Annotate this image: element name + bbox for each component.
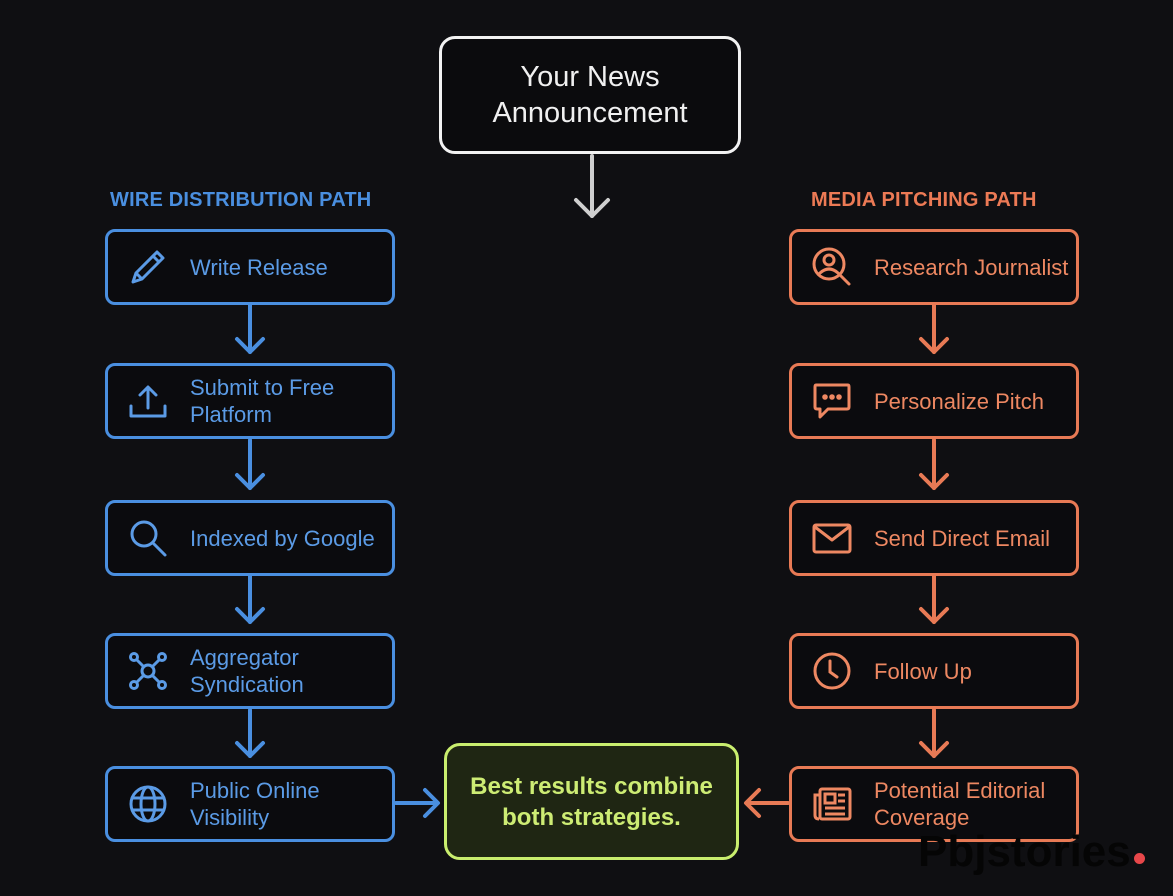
step-label: Send Direct Email: [874, 525, 1051, 551]
network-icon: [126, 649, 170, 693]
step-label-line-2: Platform: [190, 402, 272, 427]
start-line-1: Your News: [520, 61, 660, 93]
step-label-line-1: Potential Editorial: [874, 778, 1046, 803]
upload-icon: [126, 379, 170, 423]
media-step-research: Research Journalist: [789, 229, 1079, 305]
watermark-dot: [1134, 853, 1145, 864]
step-label-line-1: Public Online: [190, 778, 320, 803]
start-line-2: Announcement: [492, 97, 688, 129]
media-step-email: Send Direct Email: [789, 500, 1079, 576]
step-label: Indexed by Google: [190, 525, 375, 551]
arrow-media-4: [919, 708, 949, 758]
result-node: Best results combine both strategies.: [444, 743, 739, 860]
media-path-title: MEDIA PITCHING PATH: [811, 189, 1037, 211]
arrow-media-1: [919, 303, 949, 354]
step-label-line-2: Syndication: [190, 672, 304, 697]
step-label: Write Release: [190, 254, 328, 280]
arrow-media-3: [919, 574, 949, 624]
wire-path-title: WIRE DISTRIBUTION PATH: [110, 189, 372, 211]
newspaper-icon: [810, 782, 854, 826]
chat-bubble-icon: [810, 379, 854, 423]
search-icon: [126, 516, 170, 560]
arrow-wire-3: [235, 574, 265, 624]
result-line-1: Best results combine: [470, 772, 713, 800]
media-step-personalize: Personalize Pitch: [789, 363, 1079, 439]
arrow-media-2: [919, 438, 949, 490]
user-search-icon: [810, 245, 854, 289]
media-step-follow-up: Follow Up: [789, 633, 1079, 709]
step-label: Research Journalist: [874, 254, 1069, 280]
arrow-wire-1: [235, 303, 265, 354]
watermark-logo: Pbjstories: [918, 827, 1131, 876]
pencil-icon: [126, 245, 170, 289]
step-label-line-1: Aggregator: [190, 645, 299, 670]
step-label: Personalize Pitch: [874, 388, 1044, 414]
envelope-icon: [810, 516, 854, 560]
arrow-wire-to-result: [394, 788, 440, 818]
wire-step-write-release: Write Release: [105, 229, 395, 305]
arrow-wire-4: [235, 708, 265, 758]
arrow-media-to-result: [744, 788, 790, 818]
step-label-line-2: Visibility: [190, 805, 270, 830]
arrow-start-down: [574, 154, 610, 218]
wire-step-indexed: Indexed by Google: [105, 500, 395, 576]
arrow-wire-2: [235, 438, 265, 490]
globe-icon: [126, 782, 170, 826]
step-label: Follow Up: [874, 658, 972, 684]
step-label-line-1: Submit to Free: [190, 375, 335, 400]
result-line-2: both strategies.: [502, 803, 681, 831]
clock-icon: [810, 649, 854, 693]
step-label-line-2: Coverage: [874, 805, 970, 830]
